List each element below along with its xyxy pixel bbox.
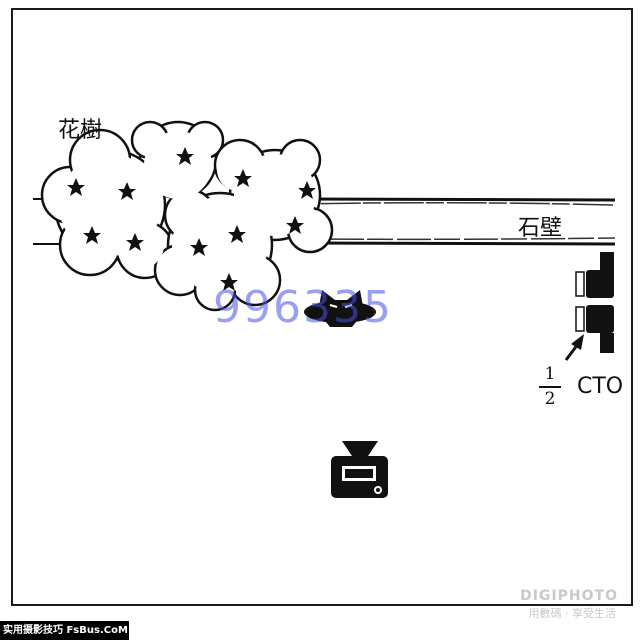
arrow-icon <box>564 334 584 361</box>
watermark-overlay: 996335 <box>213 282 393 333</box>
cat-icon <box>304 290 376 327</box>
corner-subtitle: 用數碼 · 享受生活 <box>528 607 617 620</box>
site-badge: 实用摄影技巧 FsBus.CoM <box>0 621 129 640</box>
fraction-denominator: 2 <box>544 388 556 409</box>
tree-icon <box>33 120 334 312</box>
gel-label: CTO <box>577 374 624 399</box>
fraction-numerator: 1 <box>544 364 556 384</box>
stone-wall <box>299 197 616 246</box>
wall-label: 石壁 <box>518 216 563 241</box>
flash-icon <box>575 252 614 353</box>
filter-fraction: 1 2 <box>539 366 561 408</box>
corner-brand: DIGIPHOTO <box>520 588 618 604</box>
tree-label: 花樹 <box>58 118 103 143</box>
fraction-bar <box>539 386 561 388</box>
camera-icon <box>331 441 388 498</box>
